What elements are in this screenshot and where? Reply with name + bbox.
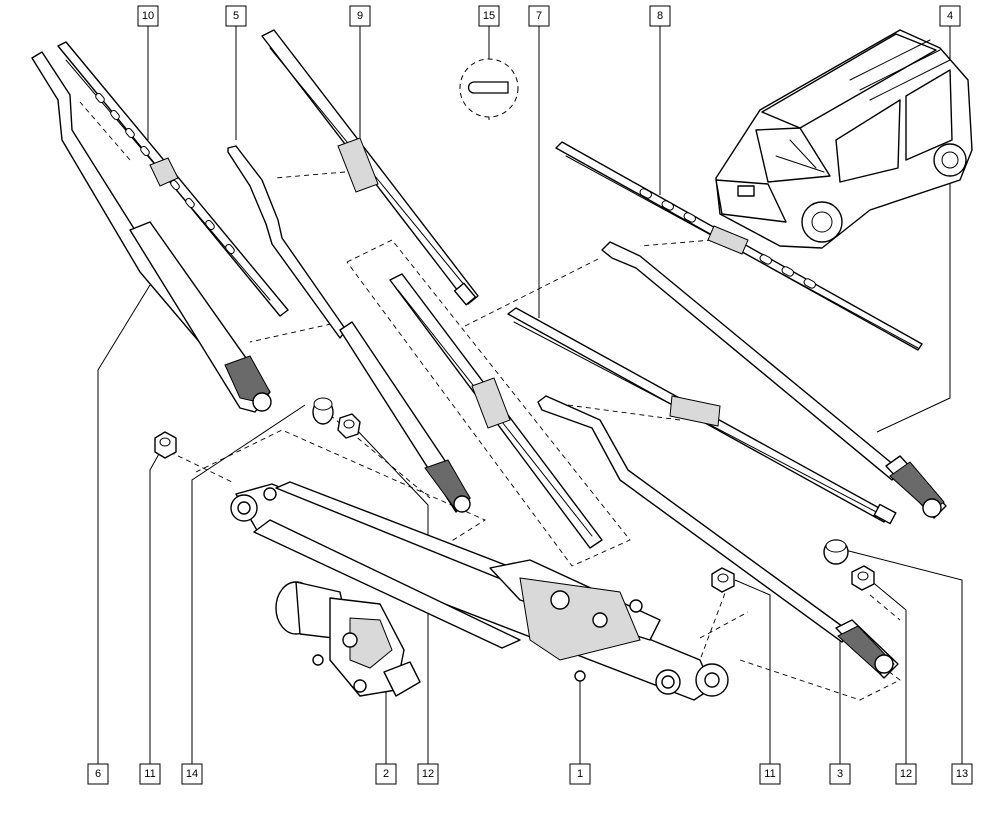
svg-text:4: 4: [947, 10, 953, 22]
svg-text:9: 9: [357, 10, 363, 22]
callout-11-left: 11: [139, 763, 161, 785]
wiper-arm-left-6: [31, 51, 272, 413]
callout-4: 4: [939, 5, 961, 27]
callout-12-left: 12: [417, 763, 439, 785]
motor-icon: [275, 581, 421, 697]
svg-text:12: 12: [422, 768, 434, 780]
wiper-blade-7: [507, 307, 897, 525]
svg-text:14: 14: [186, 768, 198, 780]
svg-text:6: 6: [95, 768, 101, 780]
wiper-blade-9: [261, 29, 479, 306]
callout-6: 6: [87, 763, 109, 785]
cap-13-right: [823, 539, 849, 565]
callout-5: 5: [225, 5, 247, 27]
clip-detail-15: [459, 58, 519, 118]
callout-14: 14: [181, 763, 203, 785]
bolt-11-left: [154, 431, 177, 459]
callout-8: 8: [649, 5, 671, 27]
leader-lines: [97, 26, 963, 764]
linkage-icon: [230, 481, 729, 701]
wiper-blade-left-10: [57, 41, 289, 317]
callout-7: 7: [528, 5, 550, 27]
wiper-arm-3: [537, 395, 899, 679]
svg-text:13: 13: [956, 768, 968, 780]
svg-text:3: 3: [837, 768, 843, 780]
van-icon: [715, 29, 973, 249]
svg-text:11: 11: [144, 768, 155, 780]
wiper-arm-4: [601, 241, 947, 519]
bolt-11-right: [711, 567, 735, 593]
clip-icon: [467, 81, 509, 94]
callout-11-right: 11: [759, 763, 781, 785]
wiper-blade-8: [555, 141, 923, 351]
svg-text:10: 10: [142, 10, 154, 22]
callout-13: 13: [951, 763, 973, 785]
callout-9: 9: [349, 5, 371, 27]
callout-3: 3: [829, 763, 851, 785]
callout-1: 1: [569, 763, 591, 785]
callout-2: 2: [375, 763, 397, 785]
svg-text:7: 7: [536, 10, 542, 22]
svg-text:1: 1: [577, 768, 583, 780]
callout-15: 15: [478, 5, 500, 27]
nut-12-left: [337, 413, 361, 439]
callout-10: 10: [137, 5, 159, 27]
cap-12-left: [312, 397, 334, 425]
svg-text:11: 11: [764, 768, 775, 780]
svg-text:15: 15: [483, 10, 495, 22]
nut-12-right: [851, 565, 875, 591]
svg-text:12: 12: [900, 768, 912, 780]
svg-text:8: 8: [657, 10, 663, 22]
callout-12-right: 12: [895, 763, 917, 785]
wiper-arm-5: [227, 145, 471, 513]
svg-text:5: 5: [233, 10, 239, 22]
fasteners: [154, 397, 875, 593]
svg-text:2: 2: [383, 768, 389, 780]
wiper-blade-centre: [389, 273, 603, 549]
